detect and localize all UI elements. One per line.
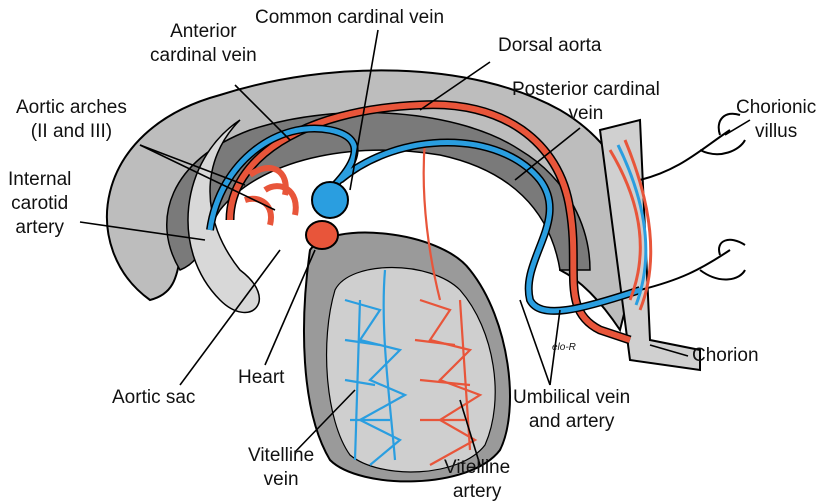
label-line: vein	[568, 103, 604, 124]
artist-signature: elo-R	[552, 342, 576, 353]
vitelline-plexus-vein	[344, 269, 408, 466]
label-heart: Heart	[238, 367, 285, 388]
label-line: Vitelline	[248, 445, 315, 466]
aortic-arches	[244, 164, 299, 226]
label-line: villus	[755, 121, 798, 142]
label-line: (II and III)	[30, 121, 113, 142]
label-chorion: Chorion	[692, 345, 759, 366]
leader-lines	[79, 29, 751, 466]
label-line: Posterior cardinal	[512, 79, 660, 100]
label-posterior-cardinal-vein: Posterior cardinal vein	[512, 78, 660, 126]
label-line: artery	[452, 481, 502, 502]
label-line: carotid	[11, 193, 69, 214]
label-line: artery	[15, 217, 64, 238]
label-line: Internal	[8, 169, 72, 190]
label-internal-carotid-artery: Internal carotid artery	[8, 168, 71, 240]
label-common-cardinal-vein: Common cardinal vein	[255, 7, 445, 28]
label-line: Chorionic	[736, 97, 817, 118]
label-vitelline-artery: Vitelline artery	[444, 456, 510, 504]
label-line: Umbilical vein	[513, 387, 631, 408]
label-anterior-cardinal-vein: Anterior cardinal vein	[150, 20, 257, 68]
heart	[305, 220, 339, 250]
label-chorionic-villus: Chorionic villus	[736, 96, 816, 144]
label-vitelline-vein: Vitelline vein	[248, 444, 314, 492]
label-aortic-sac: Aortic sac	[112, 387, 196, 408]
chorionic-villi	[639, 112, 746, 291]
vitelline-plexus-artery	[414, 139, 483, 466]
label-aortic-arches: Aortic arches (II and III)	[16, 96, 127, 144]
label-line: vein	[263, 469, 299, 490]
label-line: and artery	[528, 411, 615, 432]
umbilical-vessels	[608, 139, 653, 311]
label-line: Vitelline	[444, 457, 511, 478]
label-line: Aortic arches	[16, 97, 127, 118]
label-line: cardinal vein	[150, 45, 257, 66]
head-fold	[187, 119, 261, 313]
label-line: Anterior	[170, 21, 237, 42]
label-umbilical-vein-artery: Umbilical vein and artery	[513, 386, 630, 434]
label-dorsal-aorta: Dorsal aorta	[498, 35, 602, 56]
heart-sinus	[311, 181, 349, 219]
